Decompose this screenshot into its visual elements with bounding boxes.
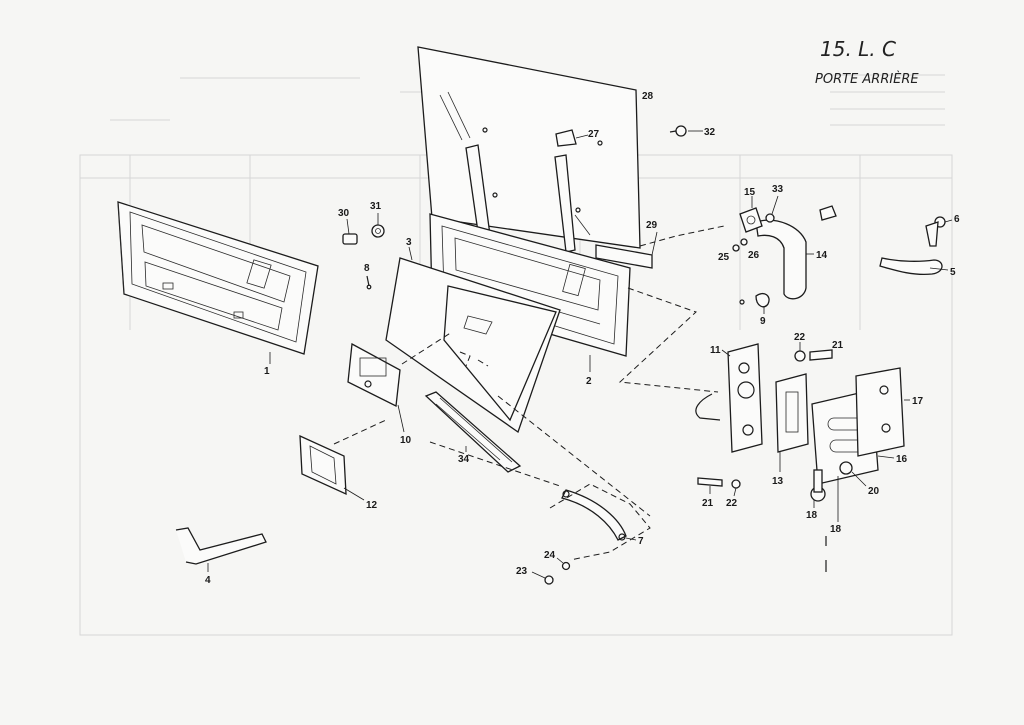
callout-8: 8 (364, 263, 370, 274)
callout-4: 4 (205, 575, 211, 586)
part-inner-panel (117, 201, 319, 364)
callout-21a: 21 (832, 340, 844, 351)
part-lock-plate-11 (695, 343, 763, 453)
callout-labels: 1 2 3 4 5 6 7 8 9 10 11 12 13 14 15 16 1… (205, 91, 960, 586)
callout-22b: 22 (726, 498, 738, 509)
part-screw-21-bottom (697, 477, 741, 497)
callout-33: 33 (772, 184, 784, 195)
callout-32: 32 (704, 127, 716, 138)
callout-11: 11 (710, 345, 721, 356)
callout-2: 2 (586, 376, 592, 387)
callout-9: 9 (760, 316, 766, 327)
callout-27: 27 (588, 129, 600, 140)
callout-34: 34 (458, 454, 470, 465)
part-nut-23 (531, 571, 554, 585)
callout-7: 7 (638, 536, 644, 547)
callout-29: 29 (646, 220, 658, 231)
part-pivot-9 (739, 292, 770, 314)
part-bumper-18 (810, 469, 839, 522)
callout-3: 3 (406, 237, 412, 248)
part-33 (765, 195, 779, 223)
part-bracket-4 (175, 527, 267, 572)
callout-26: 26 (748, 250, 760, 261)
callout-14: 14 (816, 250, 828, 261)
part-screw-8 (366, 275, 372, 290)
part-grommet-31 (371, 213, 385, 238)
callout-22a: 22 (794, 332, 806, 343)
ref-code: 15. L. C (820, 37, 896, 61)
assembly-lines (333, 225, 725, 561)
part-check-strap-7 (561, 489, 637, 541)
part-clip (819, 205, 837, 221)
part-glass-stop (555, 129, 589, 147)
part-25-26 (732, 238, 748, 252)
part-weatherstrip-34 (424, 391, 522, 473)
part-glass-pane (417, 46, 641, 249)
part-outer-frame (429, 213, 631, 372)
part-washer-24 (556, 557, 571, 571)
part-striker-13 (775, 373, 809, 472)
callout-15: 15 (744, 187, 756, 198)
part-bracket-17 (855, 367, 910, 457)
callout-6: 6 (954, 214, 960, 225)
part-bezel-12 (299, 434, 365, 501)
callout-23: 23 (516, 566, 528, 577)
part-bottom-bar (595, 231, 658, 269)
callout-12: 12 (366, 500, 378, 511)
part-spacer-20 (839, 461, 867, 487)
callout-28: 28 (642, 91, 654, 102)
callout-31: 31 (370, 201, 382, 212)
callout-20: 20 (868, 486, 880, 497)
callout-18a: 18 (806, 510, 818, 521)
part-screw-21-top (794, 342, 833, 362)
callout-25: 25 (718, 252, 730, 263)
callout-10: 10 (400, 435, 412, 446)
part-lock-10 (347, 342, 405, 433)
part-bolt-6 (925, 216, 953, 247)
callout-21b: 21 (702, 498, 714, 509)
part-strap-5 (879, 257, 949, 276)
callout-18b: 18 (830, 524, 842, 535)
callout-17: 17 (912, 396, 924, 407)
part-handle-14 (755, 219, 814, 300)
part-bushing-30 (342, 218, 358, 245)
callout-30: 30 (338, 208, 350, 219)
part-trim-card (443, 285, 557, 422)
callout-24: 24 (544, 550, 556, 561)
callout-1: 1 (264, 366, 270, 377)
callout-13: 13 (772, 476, 784, 487)
callout-5: 5 (950, 267, 956, 278)
page-title: PORTE ARRIÈRE (815, 71, 919, 87)
callout-16: 16 (896, 454, 908, 465)
part-escutcheon-15 (739, 196, 763, 233)
part-screw-32 (669, 125, 703, 137)
